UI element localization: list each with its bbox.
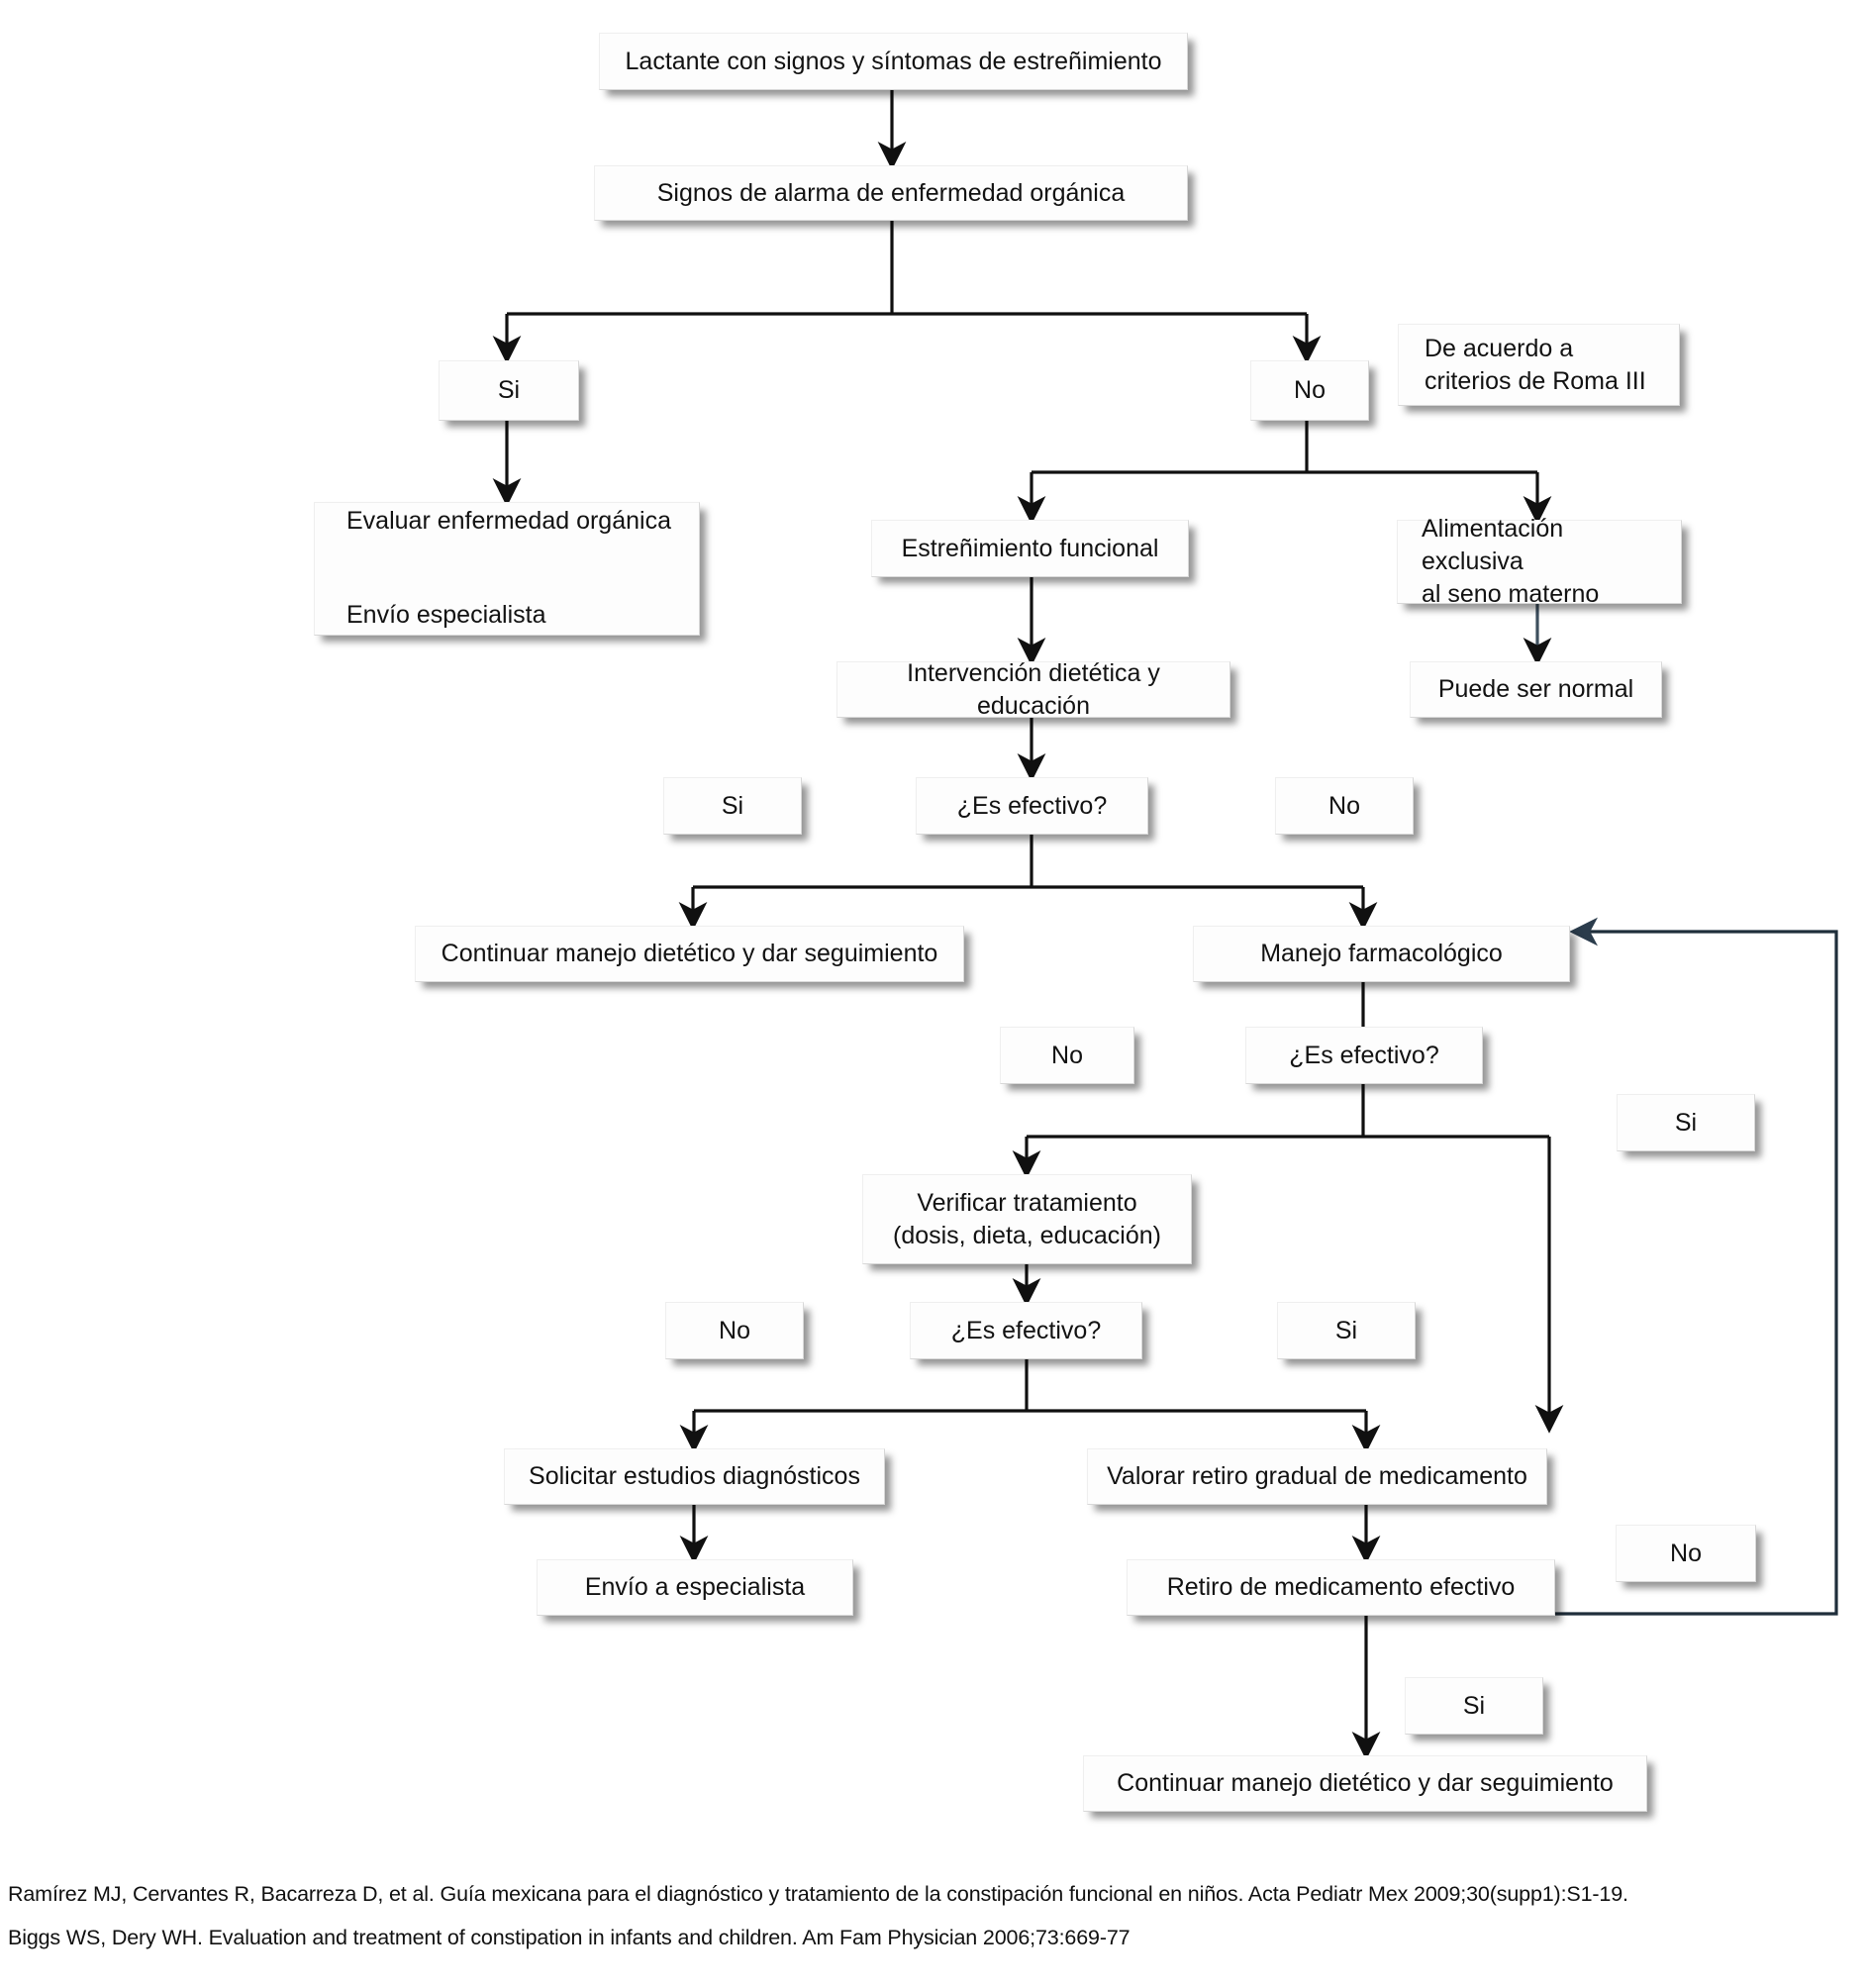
node-valorar-retiro-gradual-medicamento[interactable]: Valorar retiro gradual de medicamento xyxy=(1087,1448,1547,1505)
node-solicitar-estudios-diagnosticos[interactable]: Solicitar estudios diagnósticos xyxy=(504,1448,885,1505)
node-signos-alarma[interactable]: Signos de alarma de enfermedad orgánica xyxy=(594,165,1188,221)
footnote-list: Ramírez MJ, Cervantes R, Bacarreza D, et… xyxy=(8,1882,1859,1970)
node-branch-no-alarma[interactable]: No xyxy=(1250,360,1369,421)
node-branch-si-efectivo-1[interactable]: Si xyxy=(663,777,802,835)
node-evaluar-enfermedad-organica[interactable]: Evaluar enfermedad orgánica Envío especi… xyxy=(314,502,700,636)
node-es-efectivo-3[interactable]: ¿Es efectivo? xyxy=(910,1302,1142,1359)
edge-retiro-no-loop xyxy=(1555,917,1838,1616)
node-lactante-signos-sintomas[interactable]: Lactante con signos y síntomas de estreñ… xyxy=(599,33,1188,90)
footnote-item: Ramírez MJ, Cervantes R, Bacarreza D, et… xyxy=(8,1882,1628,1906)
node-alimentacion-exclusiva-seno-materno[interactable]: Alimentación exclusiva al seno materno xyxy=(1397,515,1682,608)
node-retiro-medicamento-efectivo[interactable]: Retiro de medicamento efectivo xyxy=(1127,1559,1555,1616)
node-verificar-tratamiento[interactable]: Verificar tratamiento (dosis, dieta, edu… xyxy=(862,1174,1192,1264)
node-intervencion-dietetica-educacion[interactable]: Intervención dietética y educación xyxy=(836,659,1230,720)
node-envio-a-especialista[interactable]: Envío a especialista xyxy=(537,1559,853,1616)
node-branch-si-efectivo-3[interactable]: Si xyxy=(1277,1302,1416,1359)
node-branch-no-retiro[interactable]: No xyxy=(1616,1525,1756,1582)
node-branch-no-efectivo-1[interactable]: No xyxy=(1275,777,1414,835)
node-puede-ser-normal[interactable]: Puede ser normal xyxy=(1410,661,1662,718)
node-branch-si-retiro[interactable]: Si xyxy=(1405,1677,1543,1735)
node-criterios-roma-iii[interactable]: De acuerdo a criterios de Roma III xyxy=(1398,324,1680,406)
node-manejo-farmacologico[interactable]: Manejo farmacológico xyxy=(1193,926,1570,982)
node-branch-si-alarma[interactable]: Si xyxy=(439,360,579,421)
node-branch-no-efectivo-2[interactable]: No xyxy=(1000,1027,1134,1084)
node-estrenimiento-funcional[interactable]: Estreñimiento funcional xyxy=(871,520,1189,577)
node-es-efectivo-1[interactable]: ¿Es efectivo? xyxy=(916,777,1148,835)
node-branch-si-efectivo-2[interactable]: Si xyxy=(1617,1094,1755,1151)
node-continuar-manejo-dietetico-2[interactable]: Continuar manejo dietético y dar seguimi… xyxy=(1083,1755,1647,1812)
node-continuar-manejo-dietetico-1[interactable]: Continuar manejo dietético y dar seguimi… xyxy=(415,926,964,982)
node-es-efectivo-2[interactable]: ¿Es efectivo? xyxy=(1245,1027,1483,1084)
footnote-item: Biggs WS, Dery WH. Evaluation and treatm… xyxy=(8,1925,1131,1949)
node-branch-no-efectivo-3[interactable]: No xyxy=(665,1302,804,1359)
